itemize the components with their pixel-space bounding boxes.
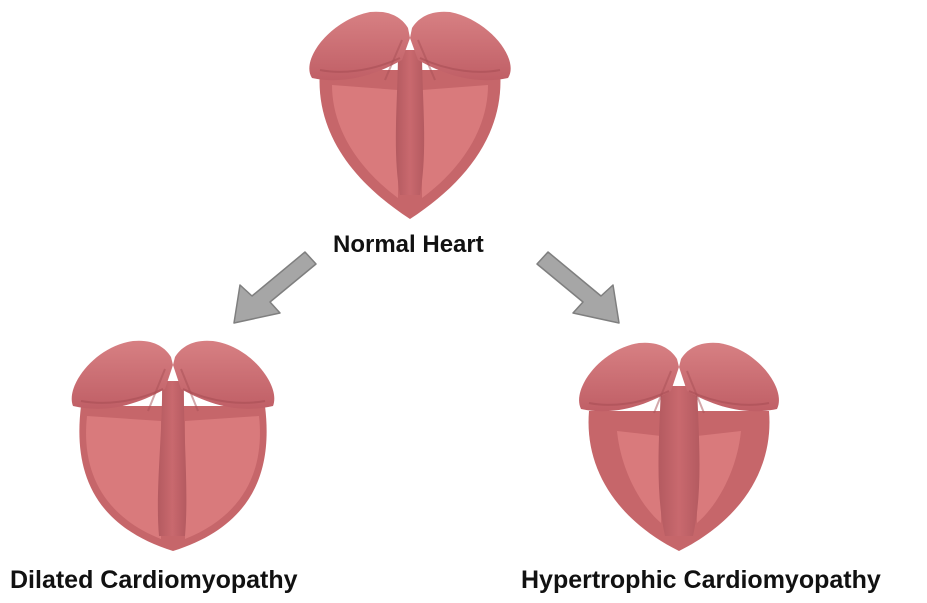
normal-heart-icon — [309, 12, 510, 219]
dilated-heart-icon — [72, 341, 275, 551]
hypertrophic-heart-icon — [579, 343, 779, 551]
normal-heart-label: Normal Heart — [333, 231, 484, 259]
dilated-cardiomyopathy-label: Dilated Cardiomyopathy — [10, 566, 298, 595]
arrow-to-hypertrophic-icon — [537, 252, 619, 323]
arrow-to-dilated-icon — [234, 252, 316, 323]
hypertrophic-cardiomyopathy-label: Hypertrophic Cardiomyopathy — [521, 566, 881, 595]
